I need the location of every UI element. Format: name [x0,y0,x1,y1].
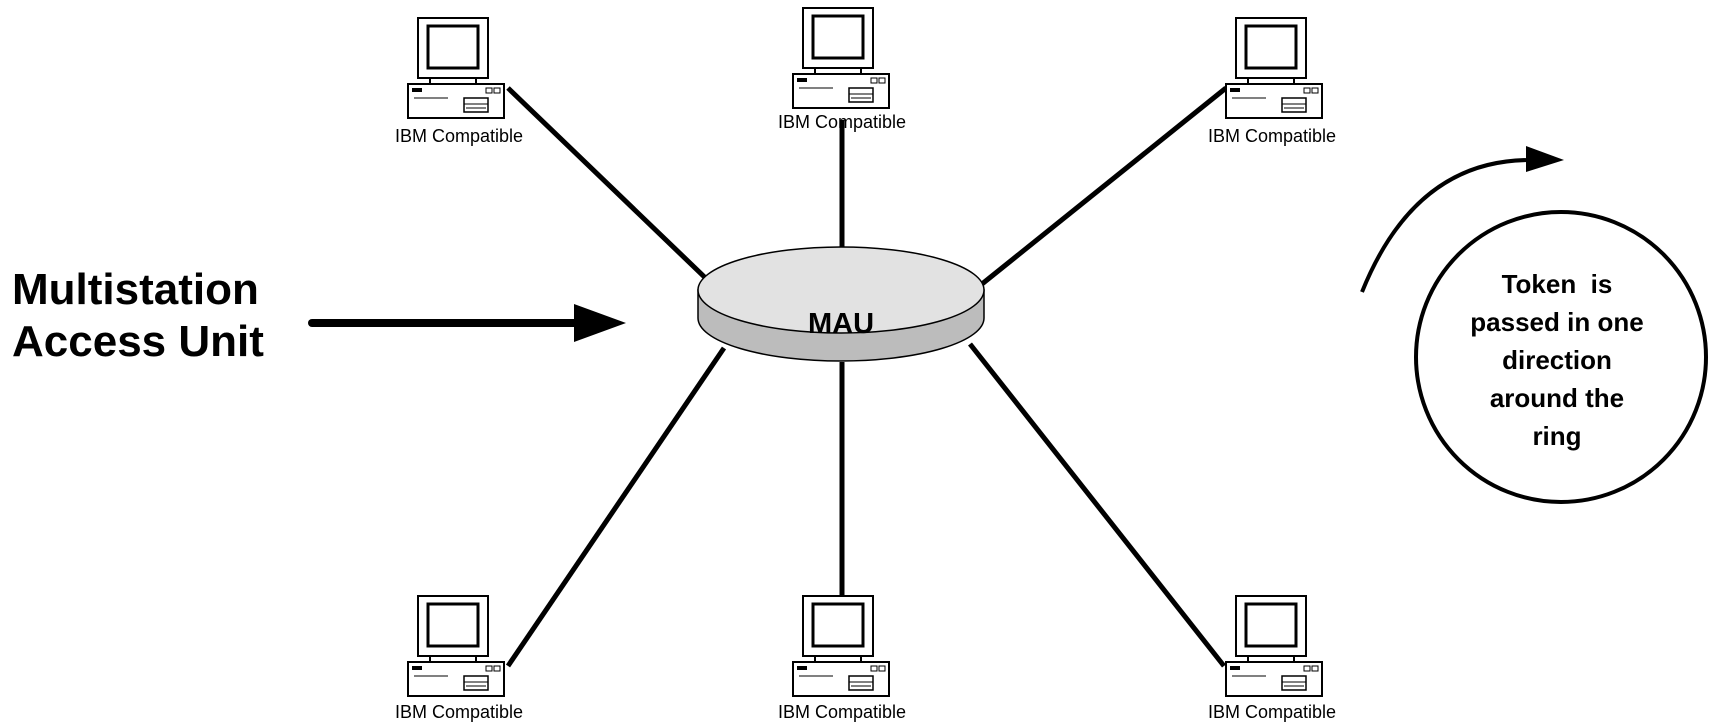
token-note-line-4: around the [1489,383,1625,413]
station-bottom-center: IBM Compatible [778,594,906,722]
token-circle [1414,210,1708,504]
station-label: IBM Compatible [778,112,906,132]
station-top-left: IBM Compatible [395,16,523,146]
cables [505,86,1228,668]
station-top-right: IBM Compatible [1208,16,1336,146]
cable-top-right [970,86,1228,294]
station-label: IBM Compatible [1208,126,1336,146]
token-note-line-1: Token is [1501,269,1613,299]
mau-hub: MAU [697,246,985,362]
station-bottom-left: IBM Compatible [395,594,523,722]
station-label: IBM Compatible [778,702,906,722]
callout-line-2: Access Unit [12,317,264,366]
token-note: Token is passed in one direction around … [1412,260,1702,460]
mau-callout-label: Multistation Access Unit [12,264,264,368]
station-label: IBM Compatible [1208,702,1336,722]
callout-line-1: Multistation [12,265,259,314]
token-note-line-3: direction [1502,345,1612,375]
cable-bottom-left [505,346,727,668]
cable-bottom-right [968,342,1226,668]
cable-top-left [506,86,720,292]
mau-label: MAU [808,308,874,340]
station-label: IBM Compatible [395,126,523,146]
token-direction-arrow [1360,146,1564,293]
station-label: IBM Compatible [395,702,523,722]
station-bottom-right: IBM Compatible [1208,594,1336,722]
token-note-line-5: ring [1532,421,1582,451]
token-note-line-2: passed in one [1470,307,1644,337]
callout-arrow [308,304,626,342]
station-top-center: IBM Compatible [778,6,906,132]
